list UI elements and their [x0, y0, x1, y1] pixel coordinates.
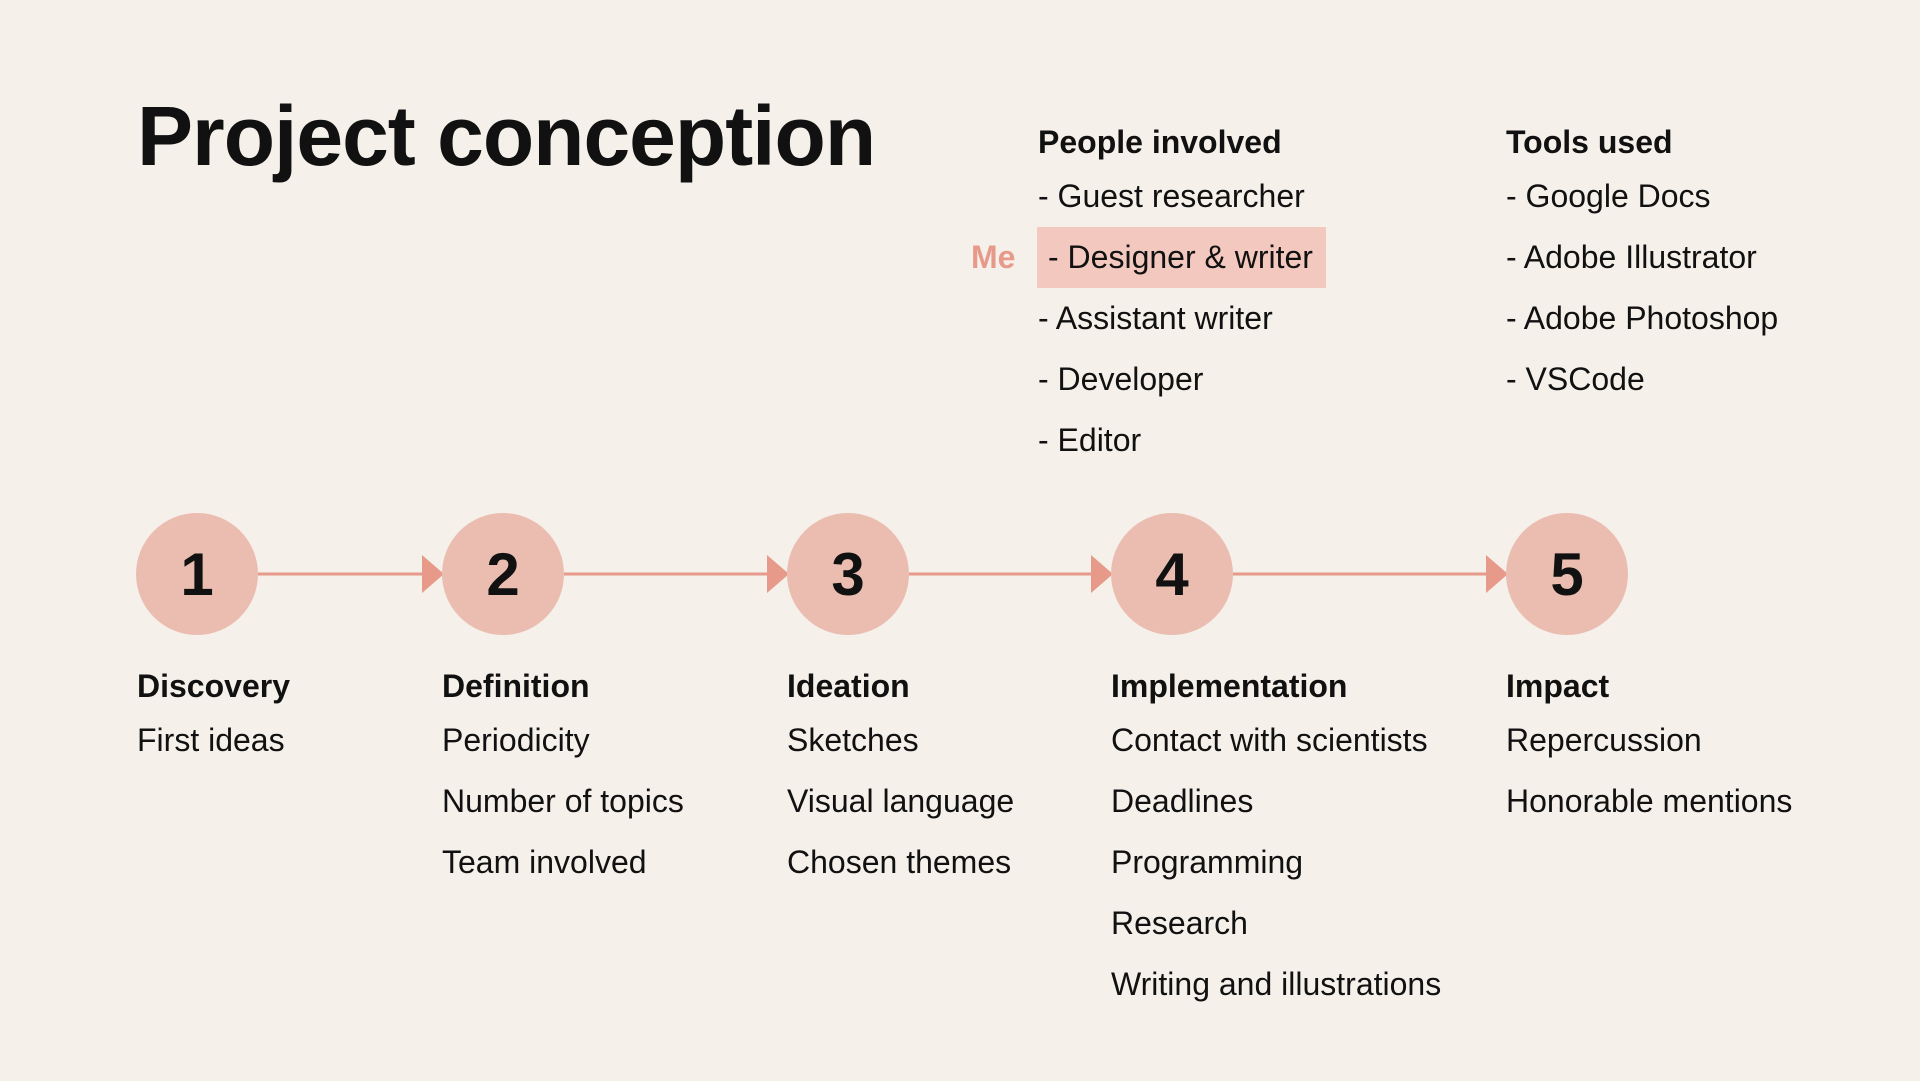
step-item: Honorable mentions: [1506, 783, 1793, 819]
people-item: - Guest researcher: [1038, 178, 1305, 214]
step-item: Number of topics: [442, 783, 684, 819]
step-1-circle: 1: [136, 513, 258, 635]
people-item-highlighted: - Designer & writer: [1037, 227, 1326, 288]
tools-used-heading: Tools used: [1506, 124, 1673, 160]
timeline-arrowhead: [1486, 555, 1508, 593]
step-item: Visual language: [787, 783, 1015, 819]
step-2-circle: 2: [442, 513, 564, 635]
tool-item: - Google Docs: [1506, 178, 1711, 214]
people-involved-heading: People involved: [1038, 124, 1282, 160]
step-title: Definition: [442, 668, 590, 704]
step-3-column: Ideation Sketches Visual language Chosen…: [787, 662, 1014, 893]
step-4-column: Implementation Contact with scientists D…: [1111, 662, 1441, 1015]
step-item: Programming: [1111, 844, 1304, 880]
timeline-arrowhead: [422, 555, 444, 593]
people-item: - Developer: [1038, 361, 1204, 397]
step-item: Periodicity: [442, 722, 590, 758]
step-5-circle: 5: [1506, 513, 1628, 635]
timeline-arrowhead: [1091, 555, 1113, 593]
step-title: Ideation: [787, 668, 910, 704]
tool-item: - Adobe Illustrator: [1506, 239, 1757, 275]
step-item: Contact with scientists: [1111, 722, 1428, 758]
step-item: Writing and illustrations: [1111, 966, 1442, 1002]
step-2-column: Definition Periodicity Number of topics …: [442, 662, 684, 893]
timeline-arrowhead: [767, 555, 789, 593]
tool-item: - VSCode: [1506, 361, 1645, 397]
step-item: Deadlines: [1111, 783, 1254, 819]
people-item: - Editor: [1038, 422, 1142, 458]
step-3-circle: 3: [787, 513, 909, 635]
step-item: Research: [1111, 905, 1248, 941]
people-item: - Assistant writer: [1038, 300, 1273, 336]
step-item: Team involved: [442, 844, 647, 880]
step-title: Discovery: [137, 668, 290, 704]
step-5-column: Impact Repercussion Honorable mentions: [1506, 662, 1792, 832]
page-title: Project conception: [137, 89, 876, 183]
tools-used-section: Tools used - Google Docs - Adobe Illustr…: [1506, 118, 1778, 410]
step-4-circle: 4: [1111, 513, 1233, 635]
step-item: Sketches: [787, 722, 919, 758]
step-title: Implementation: [1111, 668, 1348, 704]
step-item: Chosen themes: [787, 844, 1012, 880]
tool-item: - Adobe Photoshop: [1506, 300, 1779, 336]
me-label: Me: [971, 239, 1016, 275]
step-item: First ideas: [137, 722, 285, 758]
step-1-column: Discovery First ideas: [137, 662, 290, 771]
people-involved-section: People involved - Guest researcher - Des…: [1037, 118, 1326, 471]
step-item: Repercussion: [1506, 722, 1702, 758]
step-title: Impact: [1506, 668, 1610, 704]
